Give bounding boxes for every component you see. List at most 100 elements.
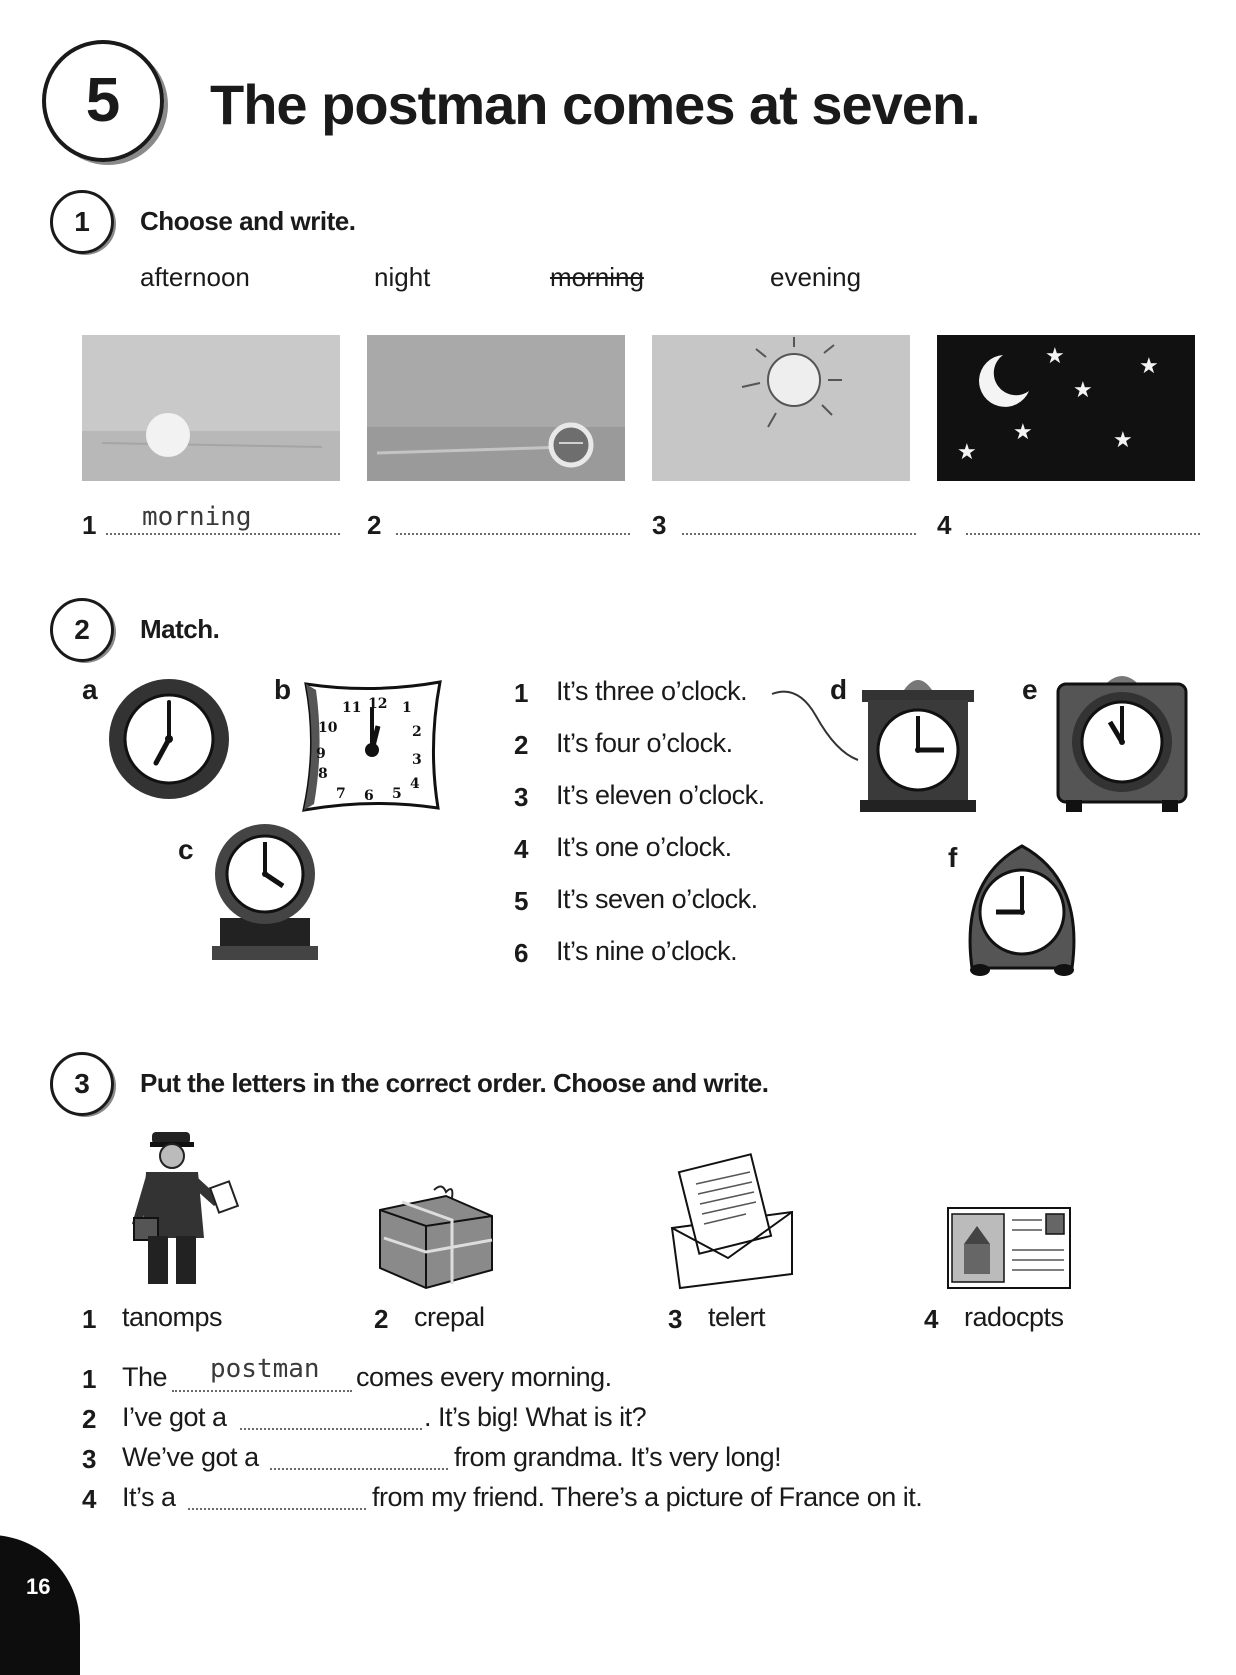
svg-text:★: ★: [957, 440, 977, 465]
clock-letter: f: [948, 842, 958, 873]
exercise-2-circle: [50, 598, 114, 662]
match-sentence: It’s eleven o’clock.: [556, 780, 765, 810]
svg-text:9: 9: [316, 746, 326, 762]
scrambled-word: crepal: [414, 1302, 485, 1332]
sentence-number: 4: [514, 834, 529, 864]
clock-a-seven-oclock: [109, 679, 229, 799]
sentence-number: 1: [82, 1364, 97, 1394]
exercise-1-circle: [50, 190, 114, 254]
exercise-2-number: 2: [74, 614, 90, 645]
answer-line[interactable]: [966, 533, 1200, 535]
sentence-number: 2: [514, 730, 529, 760]
exercise-3-number: 3: [74, 1068, 90, 1099]
svg-text:★: ★: [1073, 378, 1093, 403]
sentence-end: from my friend. There’s a picture of Fra…: [372, 1482, 923, 1512]
sentence-start: We’ve got a: [122, 1442, 259, 1472]
clock-letter: a: [82, 674, 98, 705]
blank-line[interactable]: [188, 1508, 366, 1510]
svg-text:★: ★: [1013, 420, 1033, 445]
word-option: afternoon: [140, 262, 250, 292]
exercise-2-instruction: Match.: [140, 614, 220, 644]
blank-line[interactable]: [172, 1390, 352, 1392]
sentence-start: The: [122, 1362, 168, 1392]
answer-line[interactable]: [682, 533, 916, 535]
page-corner-tab: [0, 1535, 80, 1675]
clock-e-eleven-oclock: [1056, 676, 1188, 812]
svg-text:5: 5: [392, 786, 402, 802]
exercise-3-circle: [50, 1052, 114, 1116]
scrambled-word: telert: [708, 1302, 766, 1332]
answer-number: 1: [82, 510, 97, 540]
sentence-start: I’ve got a: [122, 1402, 227, 1432]
exercise-1-number: 1: [74, 206, 90, 237]
clock-letter: d: [830, 674, 848, 705]
answer-number: 3: [652, 510, 667, 540]
scrambled-number: 3: [668, 1304, 683, 1334]
scrambled-word: tanomps: [122, 1302, 223, 1332]
answer-line[interactable]: [396, 533, 630, 535]
svg-text:3: 3: [412, 752, 422, 768]
svg-text:8: 8: [318, 766, 328, 782]
svg-text:7: 7: [336, 786, 346, 802]
unit-number: 5: [85, 66, 121, 135]
clock-letter: c: [178, 834, 194, 865]
match-sentence: It’s three o’clock.: [556, 676, 748, 706]
evening-sunset-picture: [367, 335, 625, 481]
word-option: evening: [770, 262, 862, 292]
match-sentence: It’s seven o’clock.: [556, 884, 758, 914]
night-moon-stars-picture: ★ ★ ★ ★ ★ ★: [937, 335, 1195, 481]
scrambled-word: radocpts: [964, 1302, 1064, 1332]
sentence-number: 2: [82, 1404, 97, 1434]
svg-text:10: 10: [318, 720, 338, 736]
clock-letter: b: [274, 674, 292, 705]
word-option-crossed: morning: [550, 262, 644, 292]
sentence-number: 4: [82, 1484, 97, 1514]
match-sentence: It’s four o’clock.: [556, 728, 733, 758]
blank-line[interactable]: [240, 1428, 422, 1430]
answer-number: 4: [937, 510, 952, 540]
handwritten-answer: morning: [142, 502, 252, 532]
svg-text:6: 6: [364, 788, 374, 804]
parcel-picture: [379, 1185, 493, 1290]
sentence-end: comes every morning.: [356, 1362, 612, 1392]
sentence-number: 5: [514, 886, 529, 916]
svg-text:1: 1: [402, 700, 412, 716]
svg-text:2: 2: [412, 724, 422, 740]
morning-sun-picture: [82, 335, 340, 481]
match-sentence: It’s one o’clock.: [556, 832, 732, 862]
postcard-picture: [947, 1207, 1071, 1289]
blank-line[interactable]: [270, 1468, 448, 1470]
svg-text:4: 4: [410, 776, 420, 792]
svg-text:★: ★: [1113, 428, 1133, 453]
clock-letter: e: [1022, 674, 1038, 705]
unit-number-circle: [42, 40, 164, 162]
exercise-3-instruction: Put the letters in the correct order. Ch…: [140, 1068, 769, 1098]
svg-text:★: ★: [1045, 344, 1065, 369]
svg-text:★: ★: [1139, 354, 1159, 379]
postman-picture: [132, 1132, 240, 1284]
scrambled-number: 1: [82, 1304, 97, 1334]
sentence-number: 1: [514, 678, 529, 708]
clock-d-three-oclock: [860, 680, 976, 812]
match-sentence: It’s nine o’clock.: [556, 936, 738, 966]
scrambled-number: 2: [374, 1304, 389, 1334]
word-option: night: [374, 262, 431, 292]
scrambled-number: 4: [924, 1304, 939, 1334]
clock-c-four-oclock: [212, 824, 318, 960]
page-number: 16: [26, 1574, 51, 1599]
answer-line[interactable]: [106, 533, 340, 535]
clock-f-nine-oclock: [968, 844, 1076, 976]
sentence-start: It’s a: [122, 1482, 176, 1512]
sentence-number: 6: [514, 938, 529, 968]
answer-number: 2: [367, 510, 382, 540]
match-example-line: [771, 690, 859, 761]
sentence-number: 3: [514, 782, 529, 812]
sentence-end: from grandma. It’s very long!: [454, 1442, 782, 1472]
sentence-end: . It’s big! What is it?: [424, 1402, 647, 1432]
page-title: The postman comes at seven.: [210, 73, 981, 136]
letter-picture: [670, 1153, 793, 1290]
handwritten-answer: postman: [210, 1354, 320, 1384]
exercise-1-instruction: Choose and write.: [140, 206, 356, 236]
svg-text:11: 11: [342, 700, 361, 716]
